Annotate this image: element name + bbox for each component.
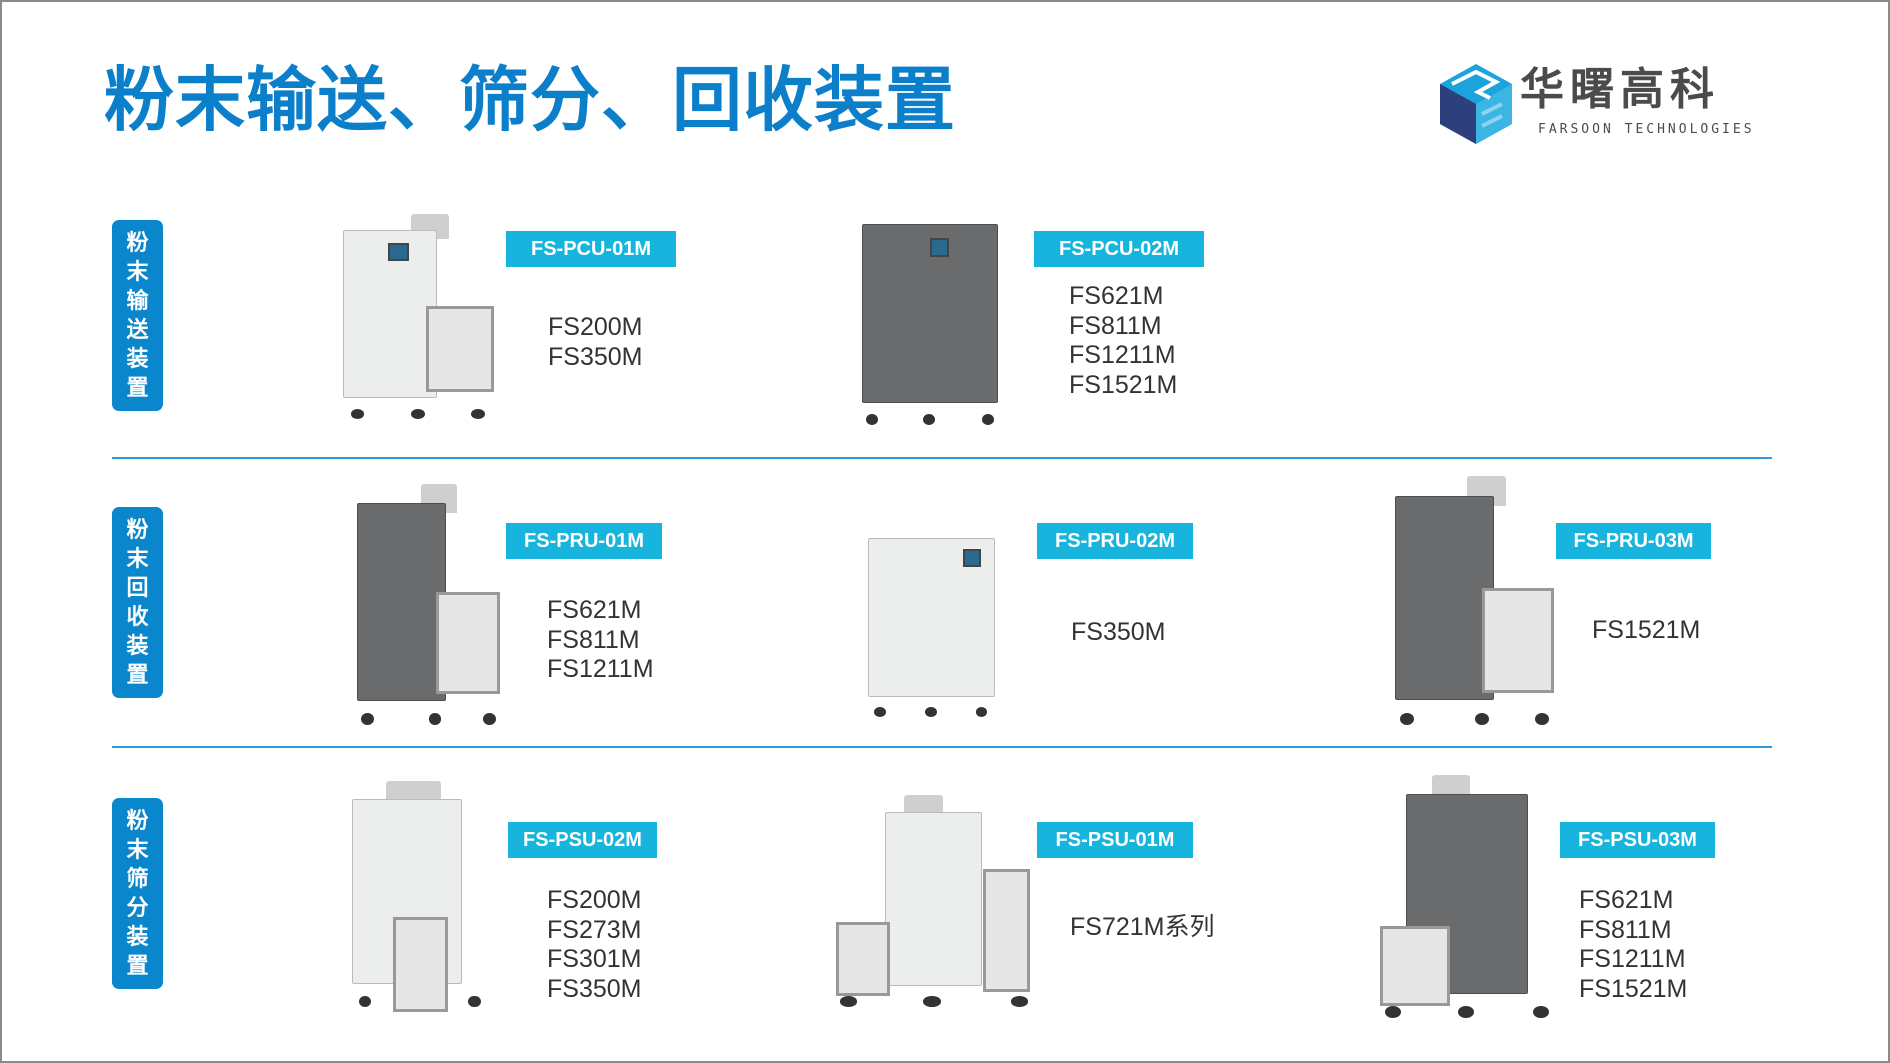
model-list: FS1521M — [1592, 616, 1701, 644]
product-badge: FS-PSU-01M — [1037, 822, 1193, 858]
product-badge: FS-PRU-02M — [1037, 523, 1193, 559]
product-badge: FS-PCU-01M — [506, 231, 676, 267]
product-image-fs-pcu-01m — [343, 214, 494, 419]
section-label-sieving: 粉末筛分装置 — [112, 798, 163, 989]
company-logo: 华曙高科 FARSOON TECHNOLOGIES — [1438, 62, 1798, 146]
model-list: FS350M — [1071, 618, 1166, 646]
page-title: 粉末输送、筛分、回收装置 — [104, 59, 956, 141]
product-badge: FS-PRU-01M — [506, 523, 662, 559]
product-badge: FS-PRU-03M — [1556, 523, 1711, 559]
product-badge: FS-PSU-03M — [1560, 822, 1715, 858]
section-label-conveying: 粉末输送装置 — [112, 220, 163, 411]
model-list: FS721M系列 — [1070, 913, 1215, 941]
cube-logo-icon — [1440, 64, 1512, 144]
product-image-fs-psu-03m — [1380, 775, 1554, 1018]
logo-text-en: FARSOON TECHNOLOGIES — [1538, 122, 1755, 137]
product-badge: FS-PSU-02M — [508, 822, 657, 858]
product-image-fs-pru-03m — [1395, 476, 1554, 725]
section-divider — [112, 746, 1772, 748]
product-badge: FS-PCU-02M — [1034, 231, 1204, 267]
logo-text-cn: 华曙高科 — [1520, 64, 1720, 115]
product-image-fs-psu-01m — [836, 795, 1030, 1007]
product-image-fs-pru-02m — [868, 522, 995, 717]
section-divider — [112, 457, 1772, 459]
section-label-recovery: 粉末回收装置 — [112, 507, 163, 698]
product-image-fs-pcu-02m — [862, 207, 998, 425]
product-image-fs-pru-01m — [357, 484, 500, 725]
product-image-fs-psu-02m — [352, 781, 489, 1012]
